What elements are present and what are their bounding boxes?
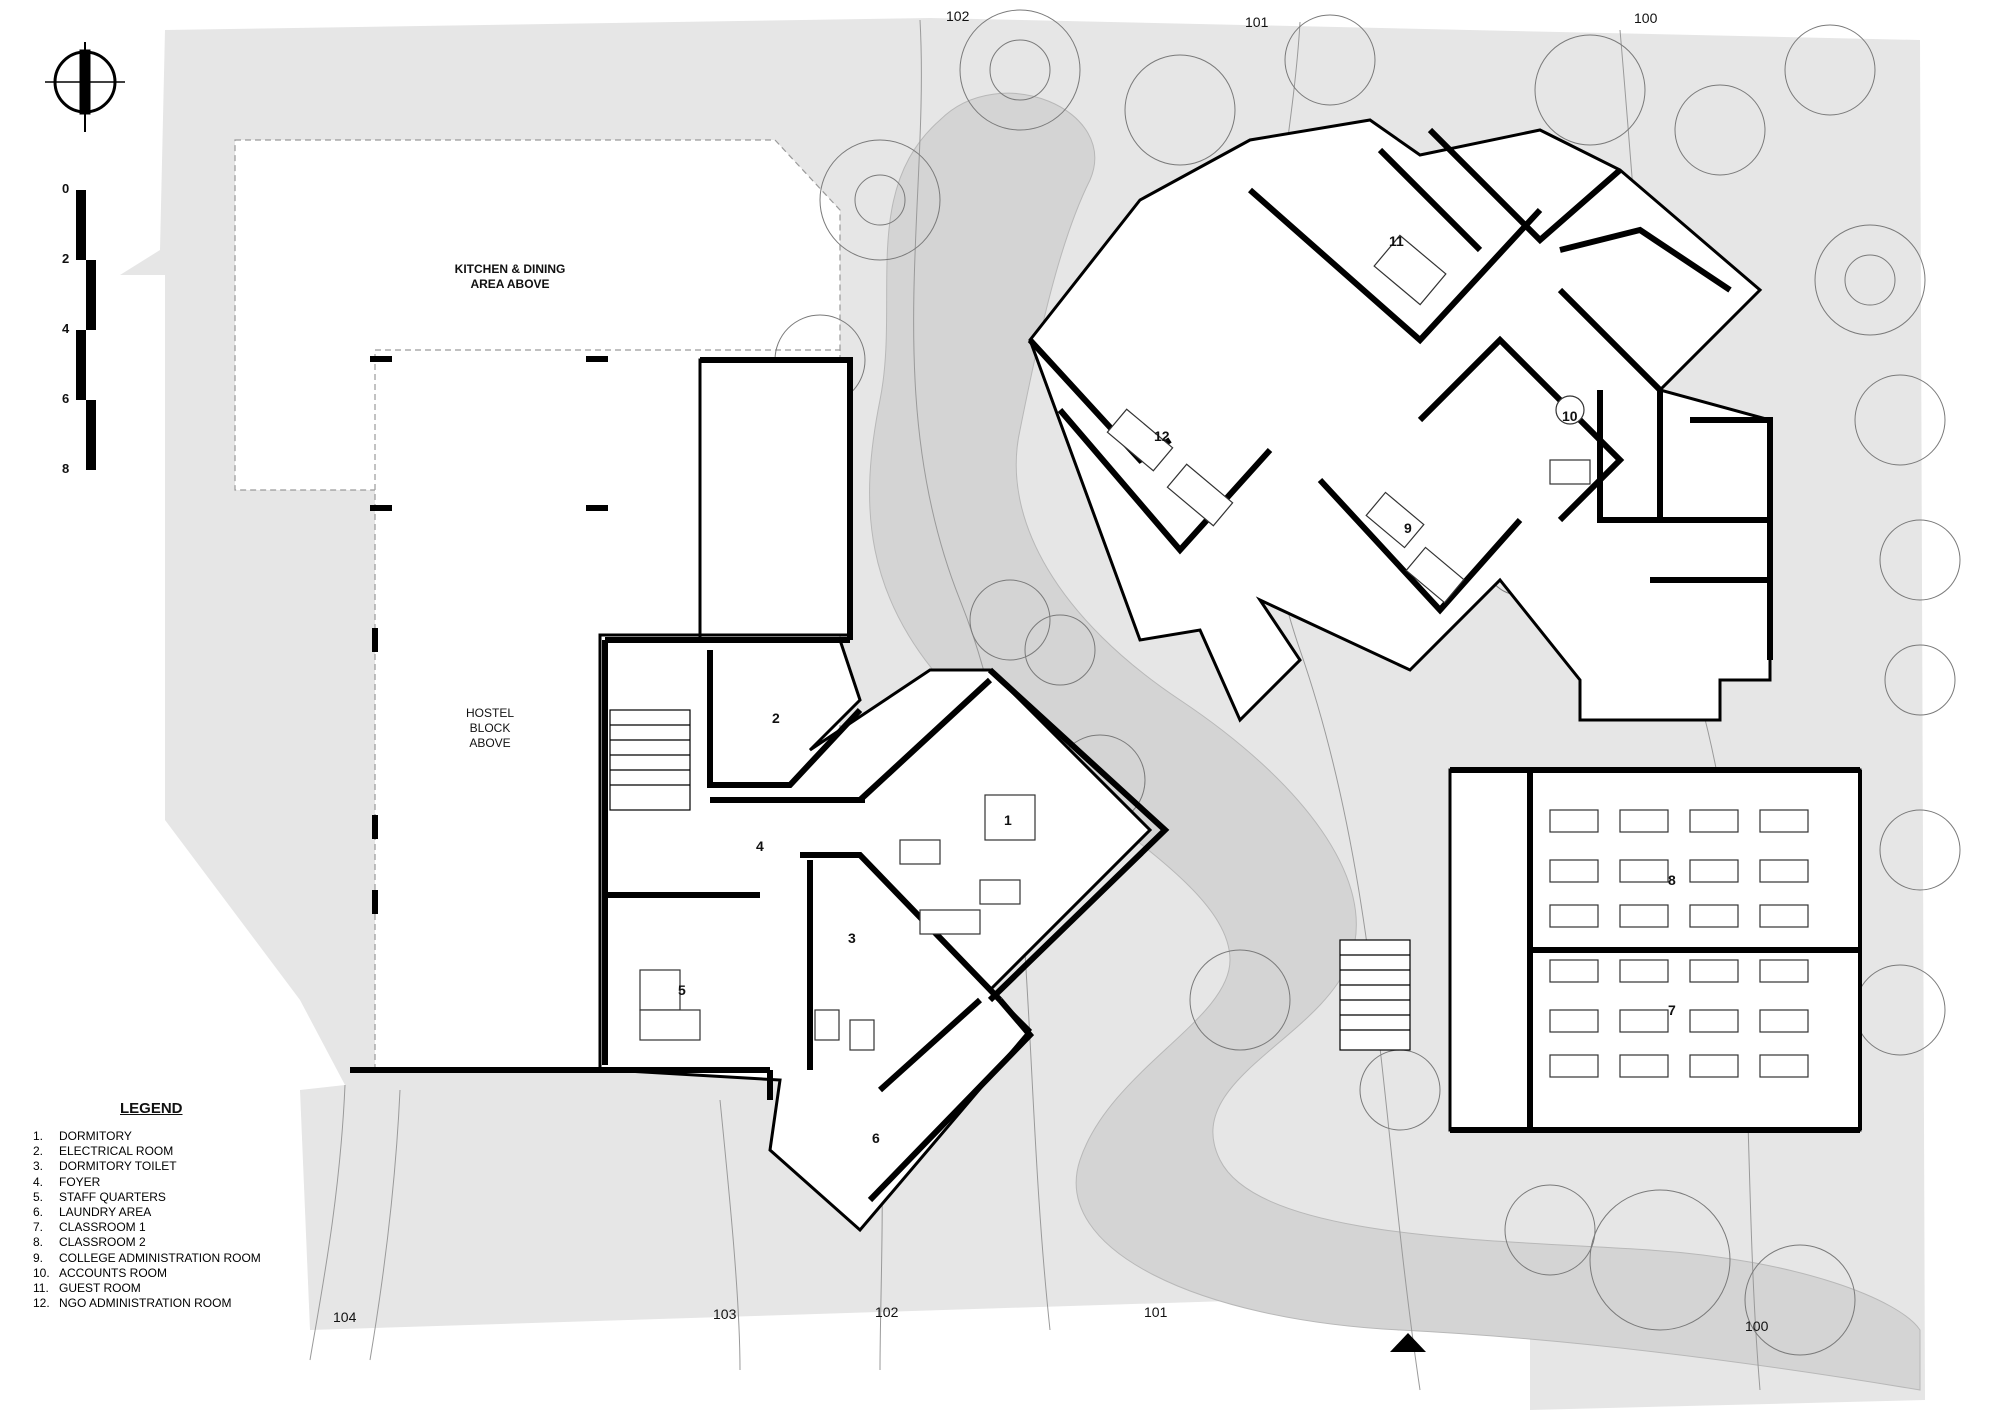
contour-label-bottom-104: 104 [333,1309,357,1325]
hostel-block-label: HOSTEL BLOCK ABOVE [465,706,514,750]
room-label-1: 1 [1004,812,1012,828]
contour-label-bottom-103: 103 [713,1306,737,1322]
legend-item: 9.COLLEGE ADMINISTRATION ROOM [33,1250,261,1265]
legend-item: 10.ACCOUNTS ROOM [33,1265,167,1280]
room-label-12: 12 [1154,428,1170,444]
scale-bar [76,190,96,470]
room-label-11: 11 [1389,233,1404,249]
room-label-10: 10 [1562,408,1578,424]
classroom-desks [1549,809,1809,1078]
legend-item: 7.CLASSROOM 1 [33,1220,146,1235]
contour-label-top-102: 102 [946,8,970,24]
dormitory-furniture [639,794,1036,1051]
legend-item: 4.FOYER [33,1174,101,1189]
contour-label-bottom-100: 100 [1745,1318,1769,1334]
contour-label-bottom-101: 101 [1144,1304,1168,1320]
kitchen-dining-label: KITCHEN & DINING AREA ABOVE [454,262,566,291]
room-label-4: 4 [756,838,764,854]
legend-list: 1.DORMITORY 2.ELECTRICAL ROOM 3.DORMITOR… [33,1129,261,1311]
scale-tick-0: 0 [62,181,70,196]
scale-tick-2: 2 [62,251,70,266]
legend-item: 8.CLASSROOM 2 [33,1235,146,1250]
legend-item: 5.STAFF QUARTERS [33,1189,166,1204]
contour-label-top-100: 100 [1634,10,1658,26]
scale-tick-8: 8 [62,461,70,476]
legend-item: 6.LAUNDRY AREA [33,1205,152,1220]
legend-item: 1.DORMITORY [33,1129,132,1143]
scale-tick-6: 6 [62,391,70,406]
room-label-7: 7 [1668,1002,1676,1018]
admin-furniture [1106,234,1591,604]
legend-title: LEGEND [120,1100,183,1117]
north-arrow-icon [45,42,125,132]
room-label-2: 2 [772,710,780,726]
south-west-walls [350,357,1170,1203]
contour-label-bottom-102: 102 [875,1304,899,1320]
room-label-8: 8 [1668,872,1676,888]
columns [370,356,608,914]
room-label-6: 6 [872,1130,880,1146]
legend-item: 3.DORMITORY TOILET [33,1159,177,1174]
legend-item: 11.GUEST ROOM [33,1281,141,1296]
admin-building [1028,118,1772,723]
staircase [609,709,1411,1051]
entry-marker-icon [1390,1333,1426,1352]
legend-item: 2.ELECTRICAL ROOM [33,1144,174,1159]
room-label-3: 3 [848,930,856,946]
room-label-5: 5 [678,982,686,998]
contour-label-top-101: 101 [1245,14,1269,30]
scale-tick-4: 4 [62,321,70,336]
legend-item: 12.NGO ADMINISTRATION ROOM [33,1296,232,1311]
room-label-9: 9 [1404,520,1412,536]
